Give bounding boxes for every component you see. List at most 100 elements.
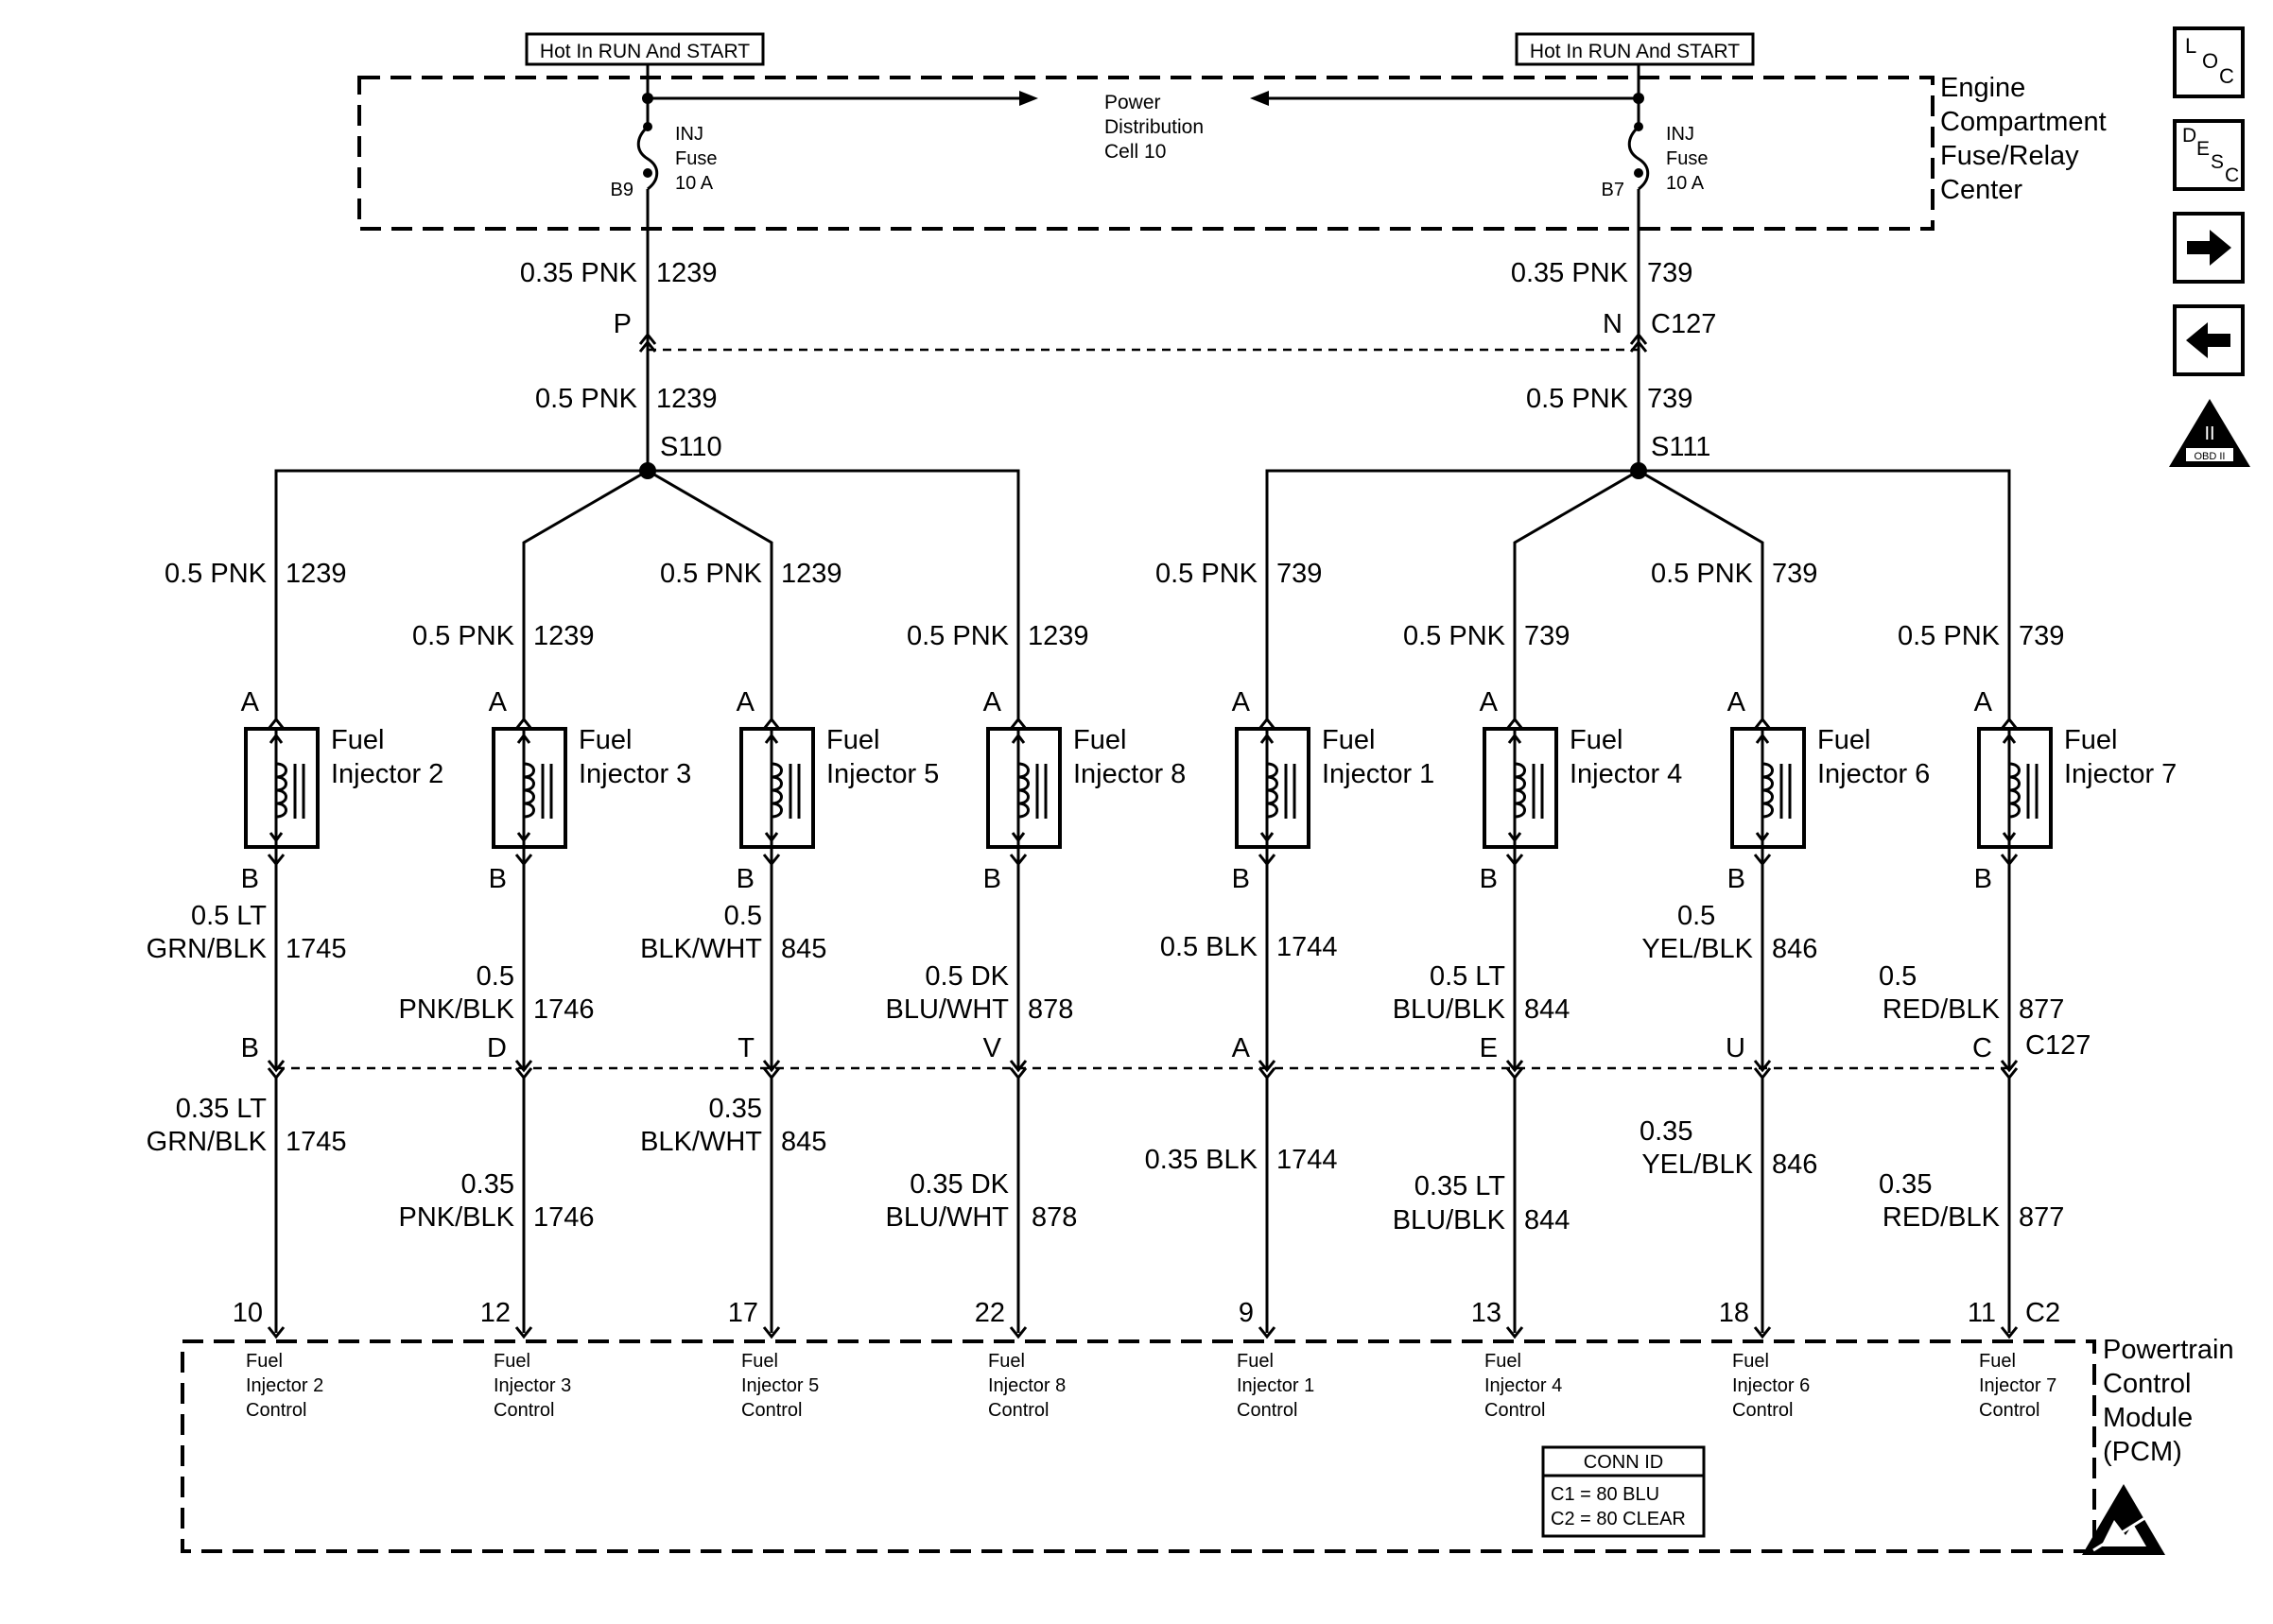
- coil-icon: [2008, 762, 2021, 819]
- injector-name-1: Fuel: [1570, 725, 1622, 755]
- ctl-lower-2: BLU/BLK: [1393, 1205, 1506, 1235]
- conn-id-line1: C1 = 80 BLU: [1551, 1484, 1659, 1505]
- obd-ii-icon[interactable]: II OBD II: [2169, 399, 2250, 467]
- splice-right-label: S111: [1651, 432, 1710, 462]
- injector-name-1: Fuel: [331, 725, 384, 755]
- desc-icon[interactable]: D E S C: [2173, 119, 2245, 191]
- injector-name-2: Injector 7: [2064, 759, 2177, 789]
- injector-column-8: 0.5 PNK 739 A Fuel Injector 7 B 0.5 RED/…: [1879, 621, 2177, 1421]
- pcm-label-1: Powertrain: [2103, 1335, 2234, 1365]
- ctl-upper-2: GRN/BLK: [147, 934, 268, 964]
- ctl-circuit-lower: 846: [1772, 1149, 1817, 1180]
- ctl-circuit-lower: 877: [2019, 1202, 2064, 1233]
- ctl-lower-2: BLK/WHT: [640, 1127, 762, 1157]
- pin-a: A: [1480, 687, 1499, 717]
- pin-b: B: [489, 864, 507, 894]
- coil-icon: [1266, 762, 1278, 819]
- fuse-left-pin: B9: [611, 180, 633, 200]
- pcm-label-1: Fuel: [1732, 1351, 1769, 1372]
- pcm-label-4: (PCM): [2103, 1437, 2182, 1467]
- ctl-lower-1: 0.35: [461, 1169, 514, 1200]
- ctl-lower-1: 0.35 LT: [176, 1094, 267, 1124]
- coil-icon: [275, 762, 287, 819]
- c127-lower-label: C127: [2025, 1030, 2091, 1061]
- ctl-upper-1: 0.5: [1879, 961, 1917, 992]
- c127-pin: D: [487, 1033, 507, 1063]
- supply-wire: 0.5 PNK: [1651, 559, 1754, 589]
- pcm-label-1: Fuel: [1484, 1351, 1521, 1372]
- coil-icon: [523, 762, 535, 819]
- ctl-lower-1: 0.35: [1640, 1116, 1692, 1147]
- power-dist-1: Power: [1104, 92, 1161, 113]
- injector-name-1: Fuel: [1322, 725, 1375, 755]
- right-arrow-icon[interactable]: [2173, 212, 2245, 284]
- pcm-label-1: Fuel: [741, 1351, 778, 1372]
- coil-icon: [1514, 762, 1526, 819]
- pcm-label-2: Injector 4: [1484, 1375, 1562, 1396]
- supply-wire: 0.5 PNK: [1403, 621, 1506, 651]
- left-arrow-icon[interactable]: [2173, 304, 2245, 376]
- pcm-label-1: Fuel: [246, 1351, 283, 1372]
- pcm-label-2: Injector 8: [988, 1375, 1066, 1396]
- pin-a: A: [489, 687, 508, 717]
- feed-left-circuit-upper: 1239: [656, 258, 718, 288]
- loc-icon[interactable]: L O C: [2173, 26, 2245, 98]
- supply-circuit: 1239: [286, 559, 347, 589]
- ctl-lower-1: 0.35: [709, 1094, 762, 1124]
- coil-icon: [771, 762, 783, 819]
- conn-id-box: CONN ID C1 = 80 BLU C2 = 80 CLEAR: [1541, 1445, 1706, 1538]
- fuse-center-label-1: Engine: [1940, 73, 2025, 103]
- fuse-icon: [636, 125, 659, 191]
- ctl-upper-1: 0.5: [724, 901, 762, 931]
- fuse-left-rating: 10 A: [675, 173, 714, 194]
- ctl-circuit-lower: 1746: [533, 1202, 595, 1233]
- ctl-upper-2: PNK/BLK: [399, 994, 515, 1025]
- feed-right-circuit-upper: 739: [1647, 258, 1692, 288]
- supply-wire: 0.5 PNK: [660, 559, 763, 589]
- pcm-box: [181, 1339, 2096, 1553]
- supply-circuit: 739: [1276, 559, 1322, 589]
- injector-body: [1483, 727, 1558, 849]
- supply-wire: 0.5 PNK: [1898, 621, 2001, 651]
- ctl-circuit-upper: 1746: [533, 994, 595, 1025]
- hot-label-left-text: Hot In RUN And START: [540, 41, 750, 62]
- ctl-circuit-upper: 844: [1524, 994, 1570, 1025]
- injector-name-2: Injector 3: [579, 759, 691, 789]
- ctl-lower-1: 0.35 DK: [910, 1169, 1009, 1200]
- ctl-circuit-lower: 1744: [1276, 1145, 1338, 1175]
- fuse-right: INJ Fuse 10 A B7: [1602, 64, 1708, 352]
- hot-label-left: Hot In RUN And START: [525, 32, 765, 66]
- c127-pin: E: [1480, 1033, 1498, 1063]
- fuse-right-name: INJ: [1666, 124, 1694, 145]
- ctl-upper-1: 0.5 LT: [191, 901, 267, 931]
- feed-right-circuit-lower: 739: [1647, 384, 1692, 414]
- ctl-circuit-upper: 846: [1772, 934, 1817, 964]
- ctl-upper-2: BLU/BLK: [1393, 994, 1506, 1025]
- pin-b: B: [737, 864, 755, 894]
- pcm-label-3: Control: [494, 1400, 554, 1421]
- pcm-label-3: Control: [1237, 1400, 1297, 1421]
- fuse-center-label-2: Compartment: [1940, 107, 2107, 137]
- c127-pin-left-icon: [638, 332, 657, 353]
- pcm-pin: 10: [233, 1298, 263, 1328]
- fuse-icon: [1627, 125, 1650, 191]
- arrow-left-icon: [1250, 91, 1269, 106]
- injector-column-3: 0.5 PNK 1239 A Fuel Injector 5 B 0.5 BLK…: [640, 559, 939, 1421]
- pin-b: B: [1974, 864, 1992, 894]
- pcm-label-3: Module: [2103, 1403, 2193, 1433]
- power-dist-2: Distribution: [1104, 116, 1204, 138]
- injector-body: [1730, 727, 1806, 849]
- loc-o: O: [2202, 49, 2218, 73]
- desc-e: E: [2196, 138, 2210, 160]
- ctl-circuit-lower: 845: [781, 1127, 826, 1157]
- fuse-right-pin: B7: [1602, 180, 1624, 200]
- ctl-lower-2: YEL/BLK: [1641, 1149, 1753, 1180]
- loc-l: L: [2185, 34, 2196, 58]
- supply-circuit: 739: [1524, 621, 1570, 651]
- injector-name-1: Fuel: [1073, 725, 1126, 755]
- injector-name-2: Injector 4: [1570, 759, 1682, 789]
- pcm-label-2: Injector 6: [1732, 1375, 1810, 1396]
- conn-id-title: CONN ID: [1584, 1452, 1663, 1473]
- fuse-left-name: INJ: [675, 124, 703, 145]
- arrow-right-icon: [1019, 91, 1038, 106]
